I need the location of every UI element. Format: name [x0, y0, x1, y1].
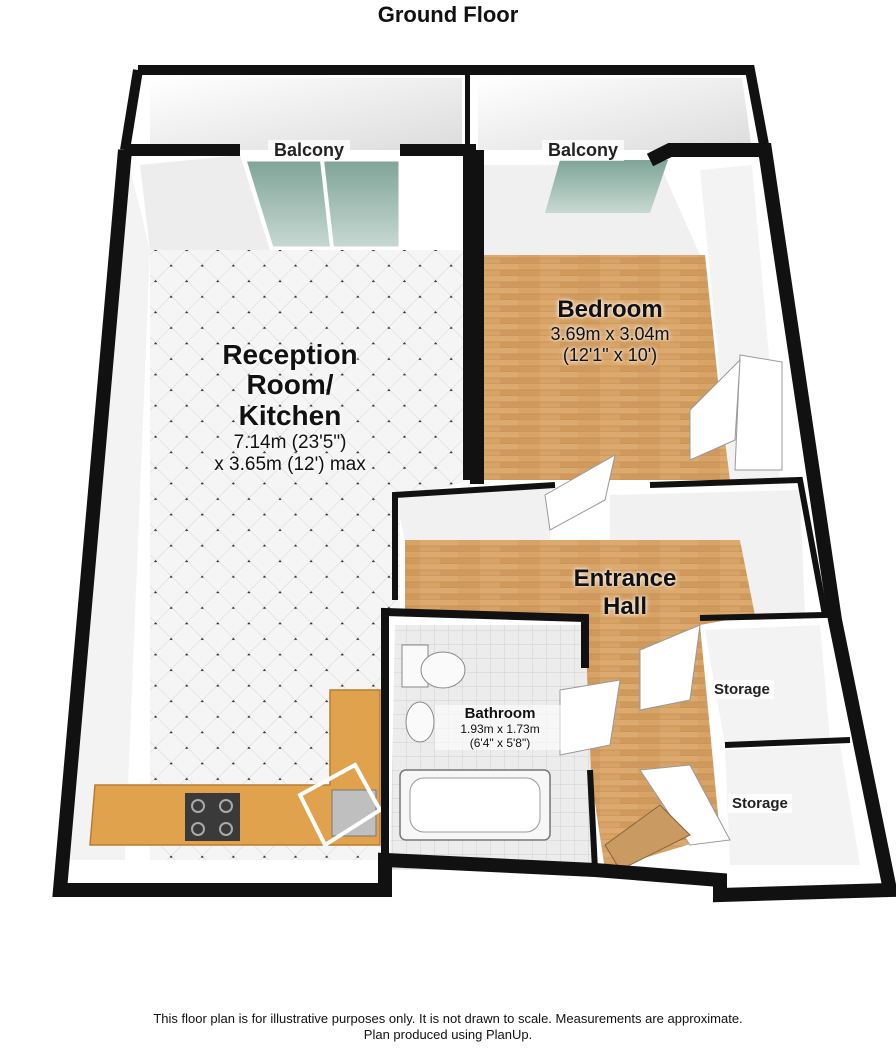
disclaimer-line-1: This floor plan is for illustrative purp…	[153, 1011, 743, 1026]
balcony-left-label: Balcony	[268, 140, 351, 161]
plan-title: Ground Floor	[377, 2, 519, 27]
bedroom-dim-1: 3.69m x 3.04m	[550, 324, 670, 344]
reception-label: Reception Room/ Kitchen 7.14m (23'5") x …	[150, 340, 430, 476]
storage-lower-label: Storage	[728, 794, 792, 813]
bedroom-label: Bedroom 3.69m x 3.04m (12'1" x 10')	[490, 296, 730, 366]
reception-name-3: Kitchen	[238, 400, 342, 431]
bedroom-window	[545, 160, 668, 213]
bedroom-dim-2: (12'1" x 10')	[562, 345, 658, 365]
disclaimer-footer: This floor plan is for illustrative purp…	[0, 1011, 896, 1043]
washbasin	[405, 701, 435, 743]
reception-dim-2: x 3.65m (12') max	[214, 454, 366, 475]
bathroom-name: Bathroom	[464, 705, 536, 722]
entrance-hall-name-2: Hall	[602, 593, 647, 620]
bedroom-floor	[478, 255, 730, 480]
floor-plan-drawing	[52, 65, 896, 903]
bedroom-name: Bedroom	[557, 296, 663, 323]
reception-dim-1: 7.14m (23'5")	[233, 432, 347, 453]
reception-name-1: Reception	[222, 339, 358, 370]
sink	[331, 789, 377, 837]
reception-floor	[150, 250, 470, 860]
reception-name-2: Room/	[246, 369, 334, 400]
balcony-right-area	[470, 65, 770, 158]
balcony-right-label: Balcony	[542, 140, 625, 161]
entrance-hall-label: Entrance Hall	[545, 565, 705, 621]
bathroom-label: Bathroom 1.93m x 1.73m (6'4" x 5'8")	[435, 705, 565, 750]
disclaimer-line-2: Plan produced using PlanUp.	[363, 1027, 533, 1042]
balcony-left-area	[120, 65, 475, 158]
bathroom-dim-1: 1.93m x 1.73m	[460, 722, 540, 736]
storage-upper-label: Storage	[710, 680, 774, 699]
storage-lower-floor	[725, 745, 860, 865]
bathroom-dim-2: (6'4" x 5'8")	[469, 736, 531, 750]
entrance-hall-name-1: Entrance	[573, 565, 677, 592]
